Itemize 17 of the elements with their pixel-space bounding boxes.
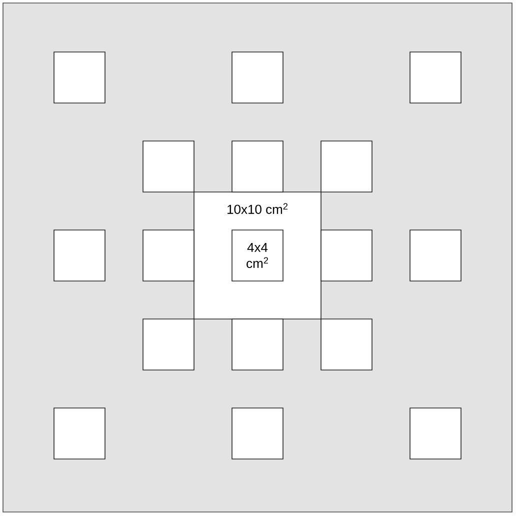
- square-box: [320, 230, 372, 282]
- square-box: [54, 230, 106, 282]
- square-box: [232, 318, 284, 370]
- square-box: [320, 140, 372, 192]
- square-box: [410, 230, 462, 282]
- square-box: [232, 140, 284, 192]
- square-box: [410, 52, 462, 104]
- square-box: 4x4 cm$^{2}$: [232, 230, 284, 282]
- square-box: [320, 318, 372, 370]
- square-box: [54, 408, 106, 460]
- square-box: [142, 140, 194, 192]
- square-box: [142, 230, 194, 282]
- square-box: [232, 408, 284, 460]
- square-box: [232, 52, 284, 104]
- square-box: [142, 318, 194, 370]
- square-box: [410, 408, 462, 460]
- square-box: [54, 52, 106, 104]
